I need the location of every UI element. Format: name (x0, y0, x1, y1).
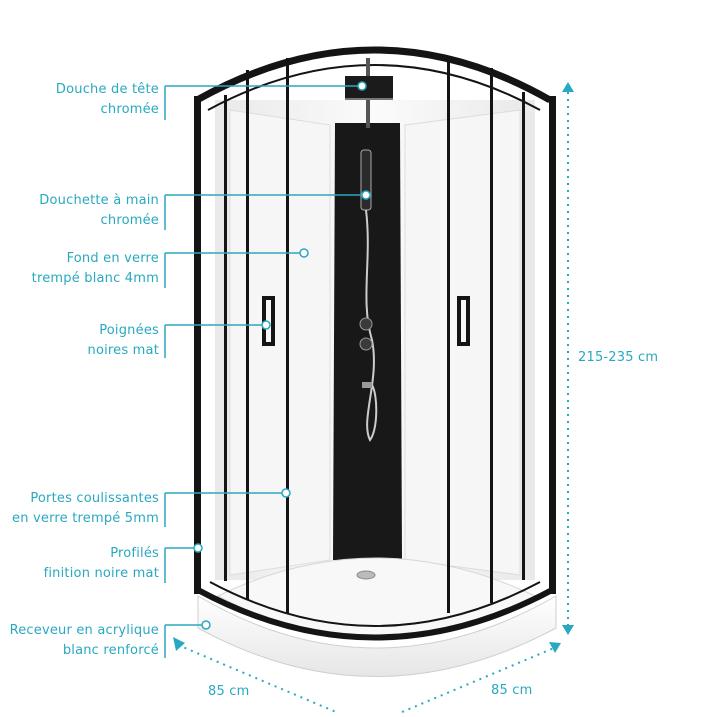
label-handles: Poignées noires mat (88, 321, 160, 361)
left-back-glass (229, 109, 331, 576)
label-handles-line2: noires mat (87, 343, 159, 358)
label-sliding-doors-line1: Portes coulissantes (30, 491, 159, 506)
label-tray-line1: Receveur en acrylique (9, 623, 159, 638)
callout-dot-tray (201, 620, 211, 630)
dimension-width-right: 85 cm (491, 683, 533, 698)
label-handles-line1: Poignées (99, 323, 159, 338)
dimension-height: 215-235 cm (578, 350, 659, 365)
shower-hose (365, 209, 378, 442)
label-head-shower-line1: Douche de tête (55, 82, 159, 97)
label-back-glass: Fond en verre trempé blanc 4mm (32, 249, 159, 289)
label-hand-shower-line1: Douchette à main (39, 193, 159, 208)
label-profiles: Profilés finition noire mat (44, 544, 159, 584)
label-hand-shower-line2: chromée (100, 213, 159, 228)
label-head-shower: Douche de tête chromée (56, 80, 159, 120)
label-profiles-line2: finition noire mat (43, 566, 159, 581)
bottom-frame-arc (196, 587, 554, 641)
label-head-shower-line2: chromée (100, 102, 159, 117)
label-sliding-doors-line2: en verre trempé 5mm (12, 511, 159, 526)
head-shower (345, 76, 393, 98)
left-post (194, 96, 201, 594)
right-post (549, 96, 556, 594)
mixer-knob-2 (359, 337, 373, 351)
label-back-glass-line1: Fond en verre (66, 251, 159, 266)
dimension-width-left: 85 cm (208, 684, 250, 699)
label-back-glass-line2: trempé blanc 4mm (31, 271, 159, 286)
label-tray-line2: blanc renforcé (62, 643, 159, 658)
label-tray: Receveur en acrylique blanc renforcé (10, 621, 159, 661)
callout-dot-back-glass (299, 248, 309, 258)
callout-dot-doors (281, 488, 291, 498)
mixer-knob-1 (359, 317, 373, 331)
drain (356, 570, 376, 580)
top-frame-arc (195, 46, 552, 104)
callout-leaders (164, 85, 364, 658)
label-sliding-doors: Portes coulissantes en verre trempé 5mm (12, 489, 159, 529)
hand-shower (360, 149, 372, 211)
label-profiles-line1: Profilés (110, 546, 159, 561)
right-handle (457, 296, 470, 346)
shower-tray (197, 595, 557, 677)
callout-dots (193, 81, 371, 630)
callout-dot-handles (261, 320, 271, 330)
callout-dot-profiles (193, 543, 203, 553)
width-left-dimension-line (177, 644, 337, 713)
callout-dot-head-shower (357, 81, 367, 91)
label-hand-shower: Douchette à main chromée (39, 191, 159, 231)
callout-dot-hand-shower (361, 190, 371, 200)
